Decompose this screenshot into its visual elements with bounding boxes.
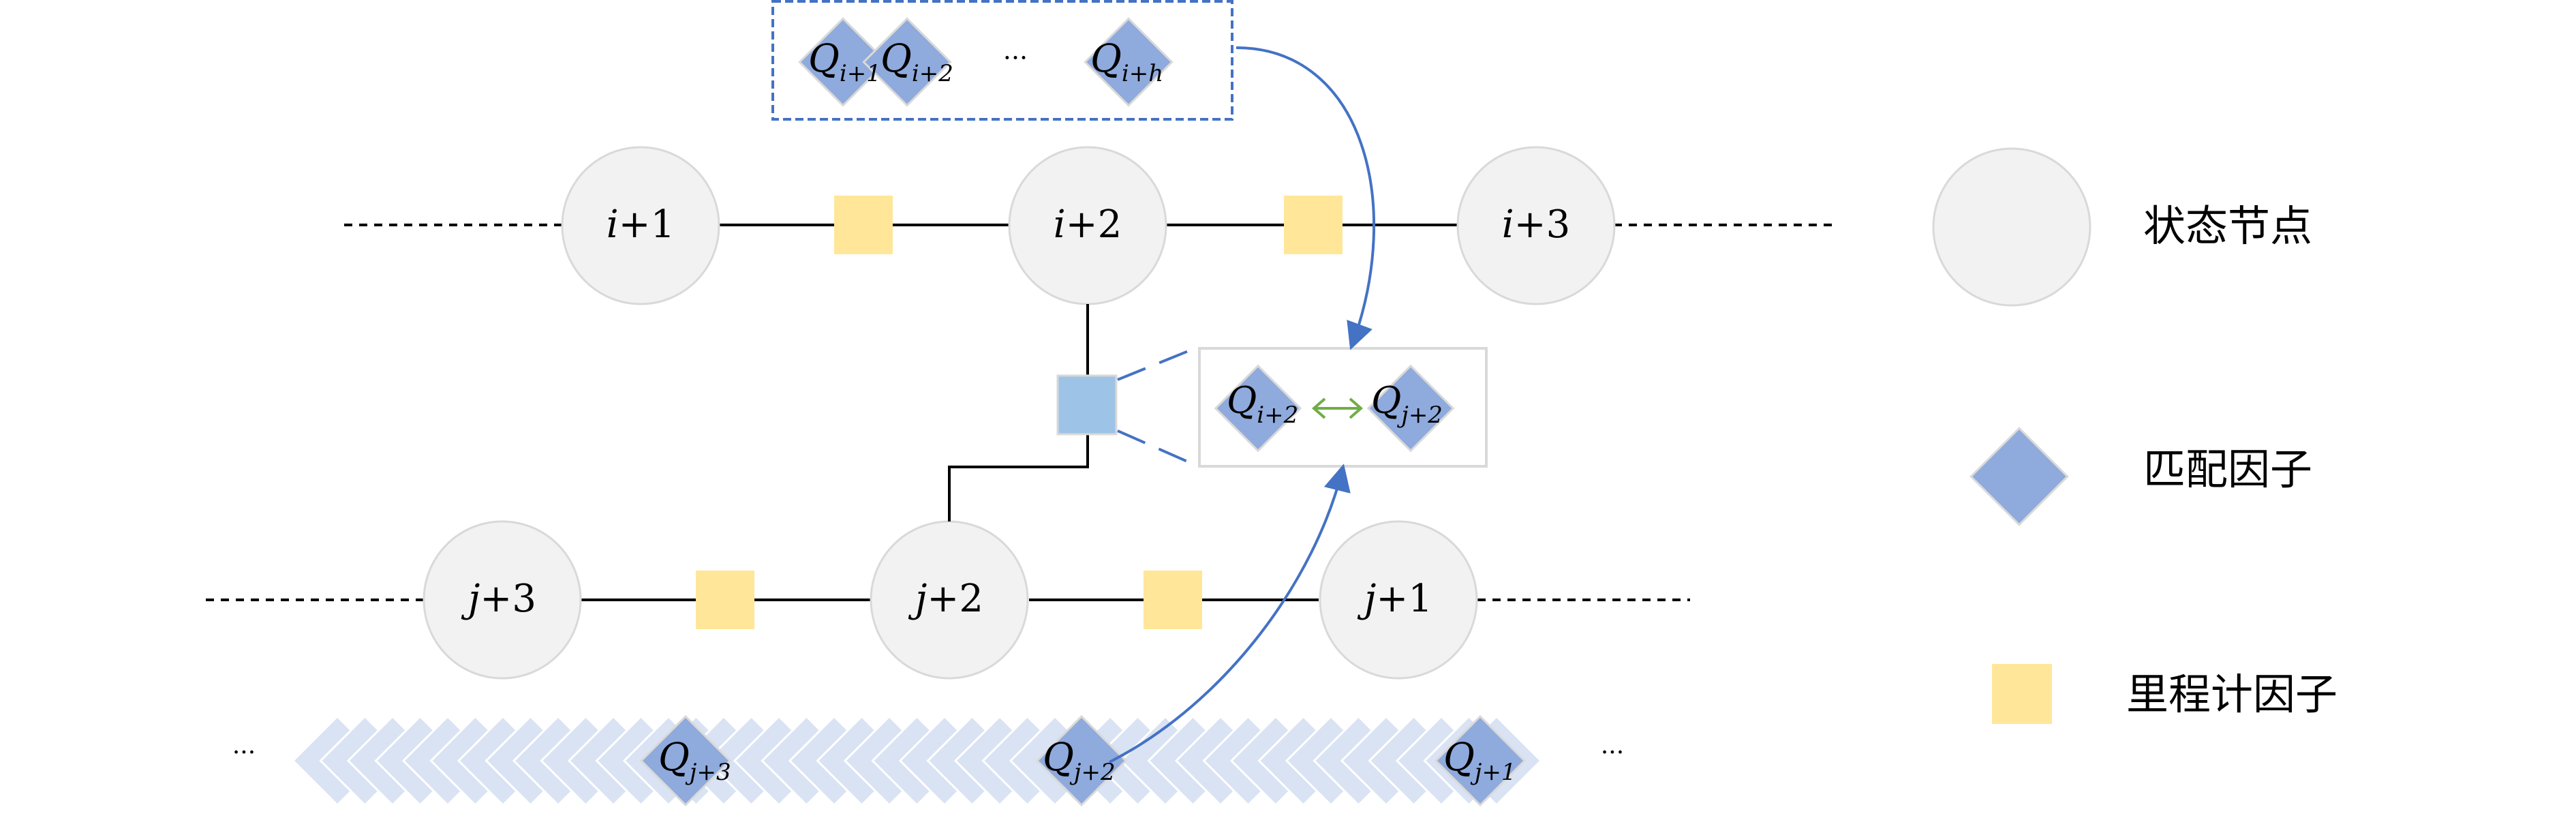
legend-odometry-factor-label: 里程计因子 (2126, 669, 2337, 719)
strip-label: Qj+2 (1043, 736, 1116, 786)
strip-to-match-arrow (1109, 464, 1351, 763)
candidate-label: Qi+h (1090, 37, 1163, 87)
connector-bottom (948, 434, 1089, 521)
candidate-match-factor (798, 17, 888, 107)
legend-match-factor-icon (1969, 427, 2069, 526)
correspondence-arrowhead-right (1349, 397, 1364, 419)
match-detail-box: Qi+2 Qj+2 (1198, 347, 1488, 468)
odometry-factor (834, 196, 893, 254)
strip-left-ellipsis: ··· (232, 739, 256, 767)
candidate-label: Qi+1 (808, 37, 881, 87)
legend: 状态节点 匹配因子 里程计因子 (1932, 147, 2337, 724)
candidate-match-factor (1084, 17, 1174, 107)
legend-state-node-icon (1932, 147, 2091, 307)
state-node-label: j+3 (461, 577, 536, 621)
state-node (423, 520, 582, 680)
state-node-label: i+3 (1502, 202, 1570, 247)
odometry-factor (696, 571, 754, 629)
odometry-factor (1144, 571, 1202, 629)
zoom-line-bottom (1117, 429, 1197, 467)
correspondence-arrowhead-left (1311, 397, 1326, 419)
legend-state-node-label: 状态节点 (2143, 201, 2312, 251)
state-node-label: j+2 (908, 577, 983, 621)
highlighted-match-factor (1035, 714, 1128, 807)
selected-match-factor (1056, 374, 1118, 436)
candidate-window-box: Qi+1 Qi+2 ··· Qi+h (771, 0, 1233, 121)
strip-right-ellipsis: ··· (1601, 739, 1624, 767)
match-factor (1214, 364, 1302, 453)
match-candidate-strip (291, 714, 1543, 807)
state-node-label: i+1 (607, 202, 675, 247)
state-node (1319, 520, 1478, 680)
match-label-right: Qj+2 (1371, 379, 1443, 429)
state-node-label: j+1 (1357, 577, 1432, 621)
highlighted-match-factor (639, 714, 732, 807)
odometry-factor (1284, 196, 1343, 254)
loop-closure-connection (948, 304, 1197, 521)
candidate-match-factor (862, 17, 952, 107)
strip-label: Qj+1 (1443, 736, 1516, 786)
bottom-row: j+3 j+2 j+1 (206, 520, 1690, 680)
candidate-label: Qi+2 (880, 37, 953, 87)
state-node (561, 146, 720, 305)
legend-match-factor-label: 匹配因子 (2143, 444, 2312, 494)
candidate-to-match-arrow (1236, 46, 1376, 350)
state-node (1456, 146, 1616, 305)
state-node-label: i+2 (1054, 202, 1122, 247)
match-label-left: Qi+2 (1227, 379, 1298, 429)
top-row: i+1 i+2 i+3 (344, 146, 1833, 305)
match-factor (1366, 364, 1455, 453)
legend-odometry-factor-icon (1992, 664, 2052, 724)
candidate-ellipsis: ··· (1003, 43, 1028, 73)
strip-label: Qj+3 (658, 736, 731, 786)
highlighted-match-factor (1434, 714, 1527, 807)
zoom-line-top (1117, 346, 1197, 381)
